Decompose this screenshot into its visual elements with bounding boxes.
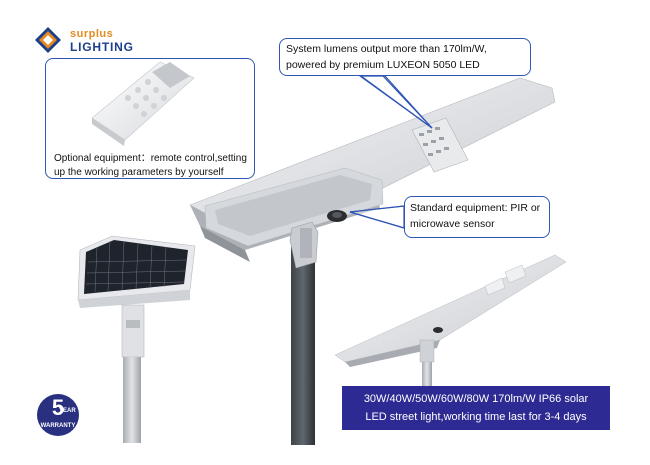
callout-sensor-line2: microwave sensor — [410, 218, 495, 230]
callout-pointers — [349, 75, 433, 229]
spec-banner-line2: LED street light,working time last for 3… — [365, 411, 587, 423]
warranty-year: YEAR — [59, 408, 76, 414]
callout-lumens-line1: System lumens output more than 170lm/W, — [286, 43, 487, 55]
callout-sensor: Standard equipment: PIR or microwave sen… — [404, 196, 550, 238]
callout-remote-line1: Optional equipment：remote control,settin… — [54, 153, 247, 164]
callout-remote: Optional equipment：remote control,settin… — [45, 58, 255, 179]
spec-banner-line1: 30W/40W/50W/60W/80W 170lm/W IP66 solar — [363, 393, 589, 405]
warranty-number: 5 — [51, 395, 65, 420]
remote-control — [91, 61, 195, 146]
main-pole — [291, 245, 315, 445]
brand-logo-mark — [35, 27, 61, 53]
brand-logo: surplus LIGHTING — [34, 26, 154, 56]
callout-lumens: System lumens output more than 170lm/W, … — [279, 38, 531, 76]
warranty-badge: 5 YEAR WARRANTY — [37, 394, 79, 436]
callout-remote-text: Optional equipment：remote control,settin… — [54, 152, 247, 180]
callout-lumens-line2: powered by premium LUXEON 5050 LED — [286, 59, 480, 71]
brand-name-line1: surplus — [70, 28, 114, 40]
main-light-head — [189, 77, 556, 269]
spec-banner: 30W/40W/50W/60W/80W 170lm/W IP66 solar L… — [342, 386, 610, 430]
secondary-light-head — [334, 254, 567, 386]
callout-remote-line2: up the working parameters by yourself — [54, 167, 224, 178]
brand-name-line2: LIGHTING — [70, 40, 134, 54]
warranty-label: WARRANTY — [40, 423, 76, 429]
callout-sensor-line1: Standard equipment: PIR or — [410, 202, 541, 214]
solar-panel-unit — [77, 235, 196, 443]
